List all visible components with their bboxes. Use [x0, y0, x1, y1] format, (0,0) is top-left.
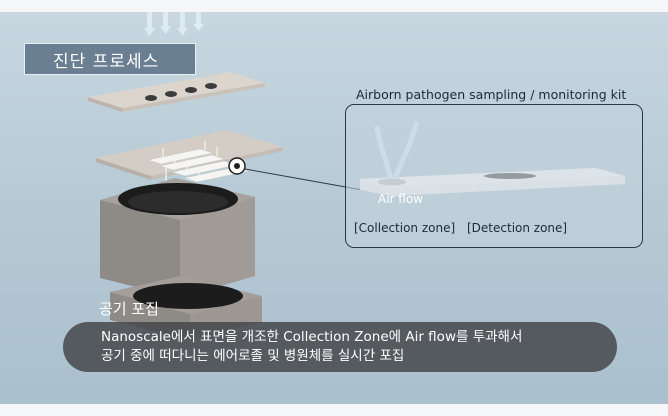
incoming-air-arrows: [144, 12, 204, 36]
sensor-strip-plate: [96, 130, 283, 185]
caption-title: 공기 포집: [99, 300, 159, 318]
collection-chamber-block: [100, 178, 255, 298]
top-cover-plate: [88, 72, 265, 112]
section-title: 진단 프로세스: [24, 43, 196, 75]
airflow-label: Air flow: [378, 192, 424, 206]
caption-line-1: Nanoscale에서 표면을 개조한 Collection Zone에 Air…: [101, 329, 523, 345]
bottom-border: [0, 404, 668, 416]
kit-title: Airborn pathogen sampling / monitoring k…: [356, 87, 627, 102]
section-title-text: 진단 프로세스: [53, 51, 160, 72]
caption-line-2: 공기 중에 떠다니는 에어로졸 및 병원체를 실시간 포집: [101, 348, 405, 364]
kit-detail-panel: [345, 104, 643, 248]
detection-zone-label: [Detection zone]: [467, 221, 568, 235]
top-border: [0, 0, 668, 12]
collection-zone-label: [Collection zone]: [354, 221, 456, 235]
caption-box: Nanoscale에서 표면을 개조한 Collection Zone에 Air…: [63, 322, 617, 372]
